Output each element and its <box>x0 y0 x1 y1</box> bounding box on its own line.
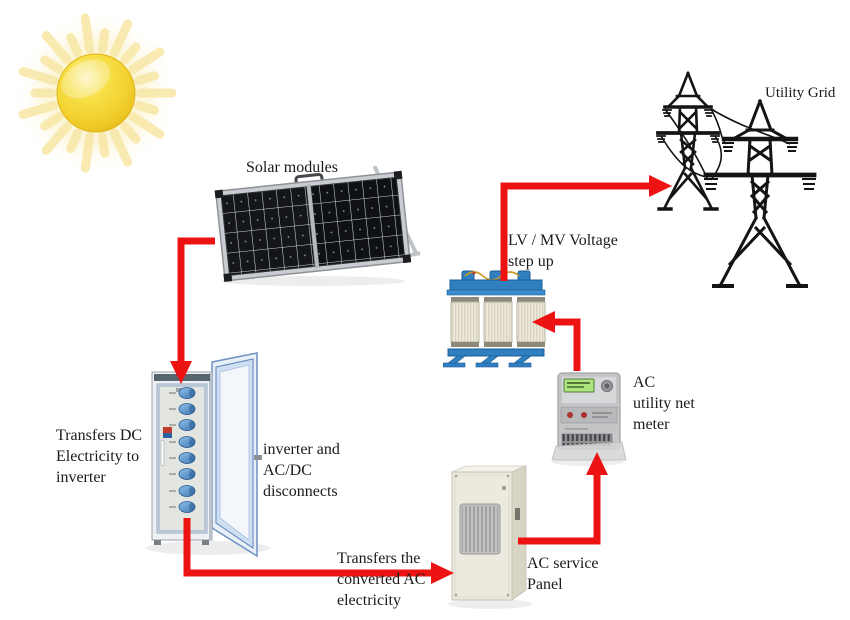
transfers-dc-label: Transfers DC Electricity to inverter <box>56 427 143 486</box>
panel-handle <box>515 508 520 520</box>
meter-lcd-display <box>563 378 595 393</box>
solar-modules-label: Solar modules <box>246 159 338 176</box>
cabinet-handle <box>160 439 165 467</box>
power-lines <box>660 108 791 181</box>
sun-core <box>56 53 136 133</box>
transformer-feet <box>443 355 532 368</box>
utility-meter-figure <box>551 372 627 466</box>
ac-service-panel-figure <box>448 465 532 609</box>
breaker-sticker <box>163 427 172 438</box>
insulators <box>656 109 720 143</box>
solar-panel-pair <box>214 166 420 282</box>
cabinet-body <box>151 371 213 545</box>
breaker-knobs <box>169 387 196 513</box>
sun-gloss <box>61 59 111 99</box>
transfers-ac-label: Transfers the converted AC electricity <box>337 550 426 609</box>
transformer-coils <box>450 297 546 347</box>
solar-modules-figure <box>214 166 420 286</box>
meter-button <box>581 412 587 418</box>
meter-button <box>567 412 573 418</box>
door-latch <box>254 455 262 460</box>
lv-mv-step-up-label: LV / MV Voltage step up <box>508 232 618 270</box>
pylon-right <box>703 99 817 289</box>
inverter-disconnects-label: inverter and AC/DC disconnects <box>263 441 340 500</box>
utility-grid-label: Utility Grid <box>765 85 836 101</box>
ac-service-panel-label: AC service Panel <box>527 555 599 593</box>
sun-rays <box>18 13 177 173</box>
pylon-left <box>656 71 720 211</box>
transformer-figure <box>443 270 546 368</box>
sun-icon <box>12 9 180 177</box>
ac-utility-net-meter-label: AC utility net meter <box>633 374 695 433</box>
cabinet-door <box>211 352 262 558</box>
inverter-cabinet-figure <box>146 352 270 558</box>
utility-grid-towers-figure <box>656 71 817 289</box>
